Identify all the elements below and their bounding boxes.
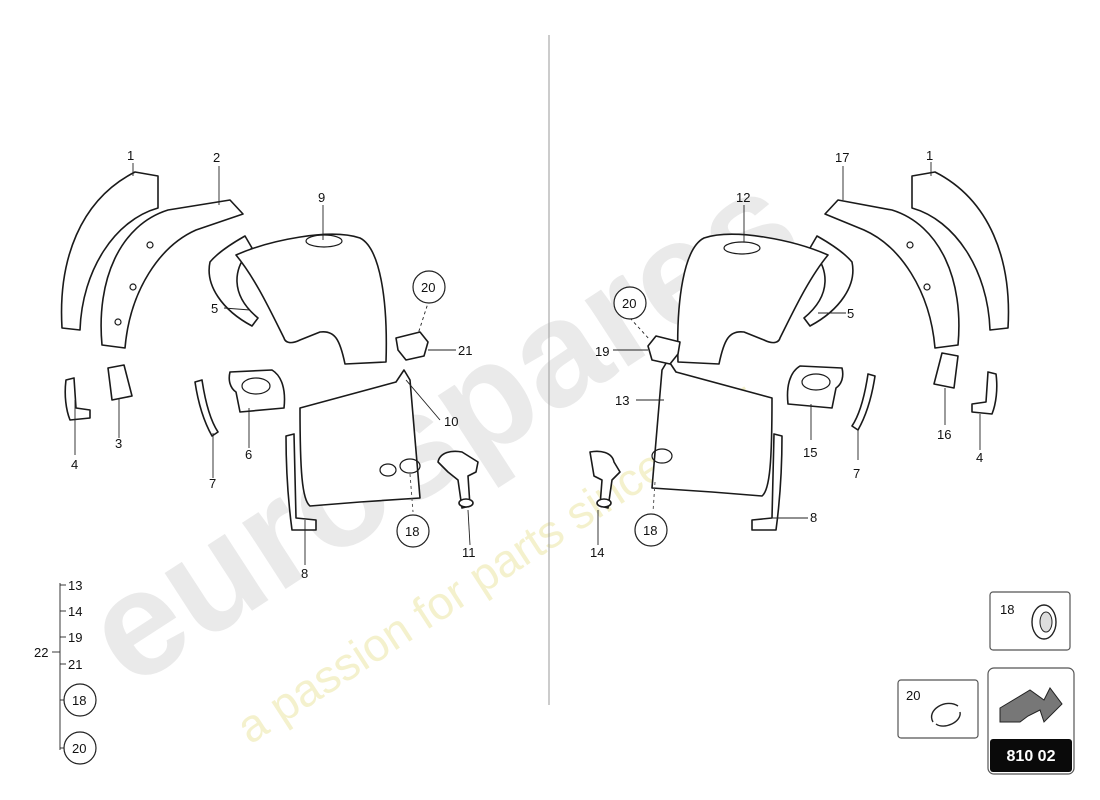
callout-14[interactable]: 14 [590, 545, 604, 560]
detail-box-18-label: 18 [1000, 602, 1014, 617]
panel-recess [379, 463, 397, 477]
callout-5-r[interactable]: 5 [847, 306, 854, 321]
group-legend: 22 13 14 19 21 18 20 [34, 578, 97, 765]
section-badge[interactable]: 810 02 [987, 667, 1075, 775]
callout-7[interactable]: 7 [209, 476, 216, 491]
part-4-l-trim[interactable] [64, 377, 91, 421]
detail-box-20-label: 20 [906, 688, 920, 703]
callout-1[interactable]: 1 [127, 148, 134, 163]
part-7-strip[interactable] [194, 379, 219, 437]
clip-ring-icon [930, 702, 961, 727]
part-2-arch-bracket[interactable] [100, 199, 244, 349]
right-mirrored-geometry [589, 171, 1010, 531]
badge-code: 810 02 [1007, 748, 1056, 765]
liner-recess [305, 234, 343, 248]
legend-circle-20[interactable] [63, 731, 97, 765]
part-17-arch-bracket[interactable] [824, 199, 960, 349]
detail-box-18[interactable]: 18 [989, 591, 1071, 651]
part-5-liner-strip[interactable] [208, 235, 259, 327]
callout-9[interactable]: 9 [318, 190, 325, 205]
vent-opening [241, 377, 271, 395]
part-6-vent[interactable] [228, 369, 286, 413]
callout-3[interactable]: 3 [115, 436, 122, 451]
part-1-wheel-arch-trim-r[interactable] [911, 171, 1010, 331]
callout-18-r-circle[interactable] [634, 513, 668, 547]
legend-item-14[interactable]: 14 [68, 604, 82, 619]
callout-5[interactable]: 5 [211, 301, 218, 316]
bracket-hole [146, 241, 154, 249]
callout-4-r[interactable]: 4 [976, 450, 983, 465]
legend-item-21[interactable]: 21 [68, 657, 82, 672]
callout-20-r[interactable]: 20 [622, 296, 636, 311]
callout-8[interactable]: 8 [301, 566, 308, 581]
part-21-clip[interactable] [395, 331, 429, 361]
part-1-wheel-arch-trim[interactable] [60, 171, 159, 331]
callout-1-r[interactable]: 1 [926, 148, 933, 163]
legend-item-19[interactable]: 19 [68, 630, 82, 645]
callout-13[interactable]: 13 [615, 393, 629, 408]
part-4-l-trim-r[interactable] [971, 371, 998, 415]
part-8-long-strip[interactable] [285, 433, 317, 531]
part-11-duct[interactable] [437, 450, 479, 509]
part-10-side-panel[interactable] [299, 369, 421, 507]
panel-recess [399, 458, 421, 474]
right-side-parts: 12 17 1 20 19 5 13 15 16 4 7 8 18 14 [589, 148, 1010, 560]
callout-21[interactable]: 21 [458, 343, 472, 358]
callout-12[interactable]: 12 [736, 190, 750, 205]
callout-17[interactable]: 17 [835, 150, 849, 165]
callout-19[interactable]: 19 [595, 344, 609, 359]
callout-8-r[interactable]: 8 [810, 510, 817, 525]
callout-16[interactable]: 16 [937, 427, 951, 442]
bracket-hole [114, 318, 122, 326]
detail-box-20[interactable]: 20 [897, 679, 979, 739]
callout-20[interactable]: 20 [421, 280, 435, 295]
part-3-pad[interactable] [107, 364, 133, 401]
badge-bg [990, 739, 1072, 772]
part-8-long-strip-r[interactable] [751, 433, 783, 531]
legend-parent-22[interactable]: 22 [34, 645, 48, 660]
left-side-parts: 1 2 9 5 20 21 4 3 7 6 10 18 11 8 [60, 148, 479, 581]
legend-item-18[interactable]: 18 [72, 693, 86, 708]
part-16-pad[interactable] [933, 352, 959, 389]
callout-18[interactable]: 18 [405, 524, 419, 539]
callout-7-r[interactable]: 7 [853, 466, 860, 481]
callout-20-r-circle[interactable] [613, 286, 647, 320]
bracket-hole [129, 283, 137, 291]
legend-circle-18[interactable] [63, 683, 97, 717]
part-12-wheelhouse-liner[interactable] [676, 233, 829, 365]
callout-10[interactable]: 10 [444, 414, 458, 429]
part-9-wheelhouse-liner[interactable] [235, 233, 388, 365]
callout-20-circle[interactable] [412, 270, 446, 304]
part-7-strip-r[interactable] [851, 373, 876, 431]
duct-end [458, 498, 474, 508]
part-5-liner-strip-r[interactable] [803, 235, 854, 327]
callout-6[interactable]: 6 [245, 447, 252, 462]
legend-item-13[interactable]: 13 [68, 578, 82, 593]
part-13-side-panel[interactable] [651, 359, 773, 497]
callout-15[interactable]: 15 [803, 445, 817, 460]
callout-11[interactable]: 11 [462, 545, 476, 560]
part-15-vent[interactable] [786, 365, 844, 409]
callout-2[interactable]: 2 [213, 150, 220, 165]
car-section-arrow-icon [999, 687, 1063, 723]
part-19-clip[interactable] [647, 335, 681, 365]
legend-item-20[interactable]: 20 [72, 741, 86, 756]
callout-18-r[interactable]: 18 [643, 523, 657, 538]
callout-18-circle[interactable] [396, 514, 430, 548]
callout-4[interactable]: 4 [71, 457, 78, 472]
